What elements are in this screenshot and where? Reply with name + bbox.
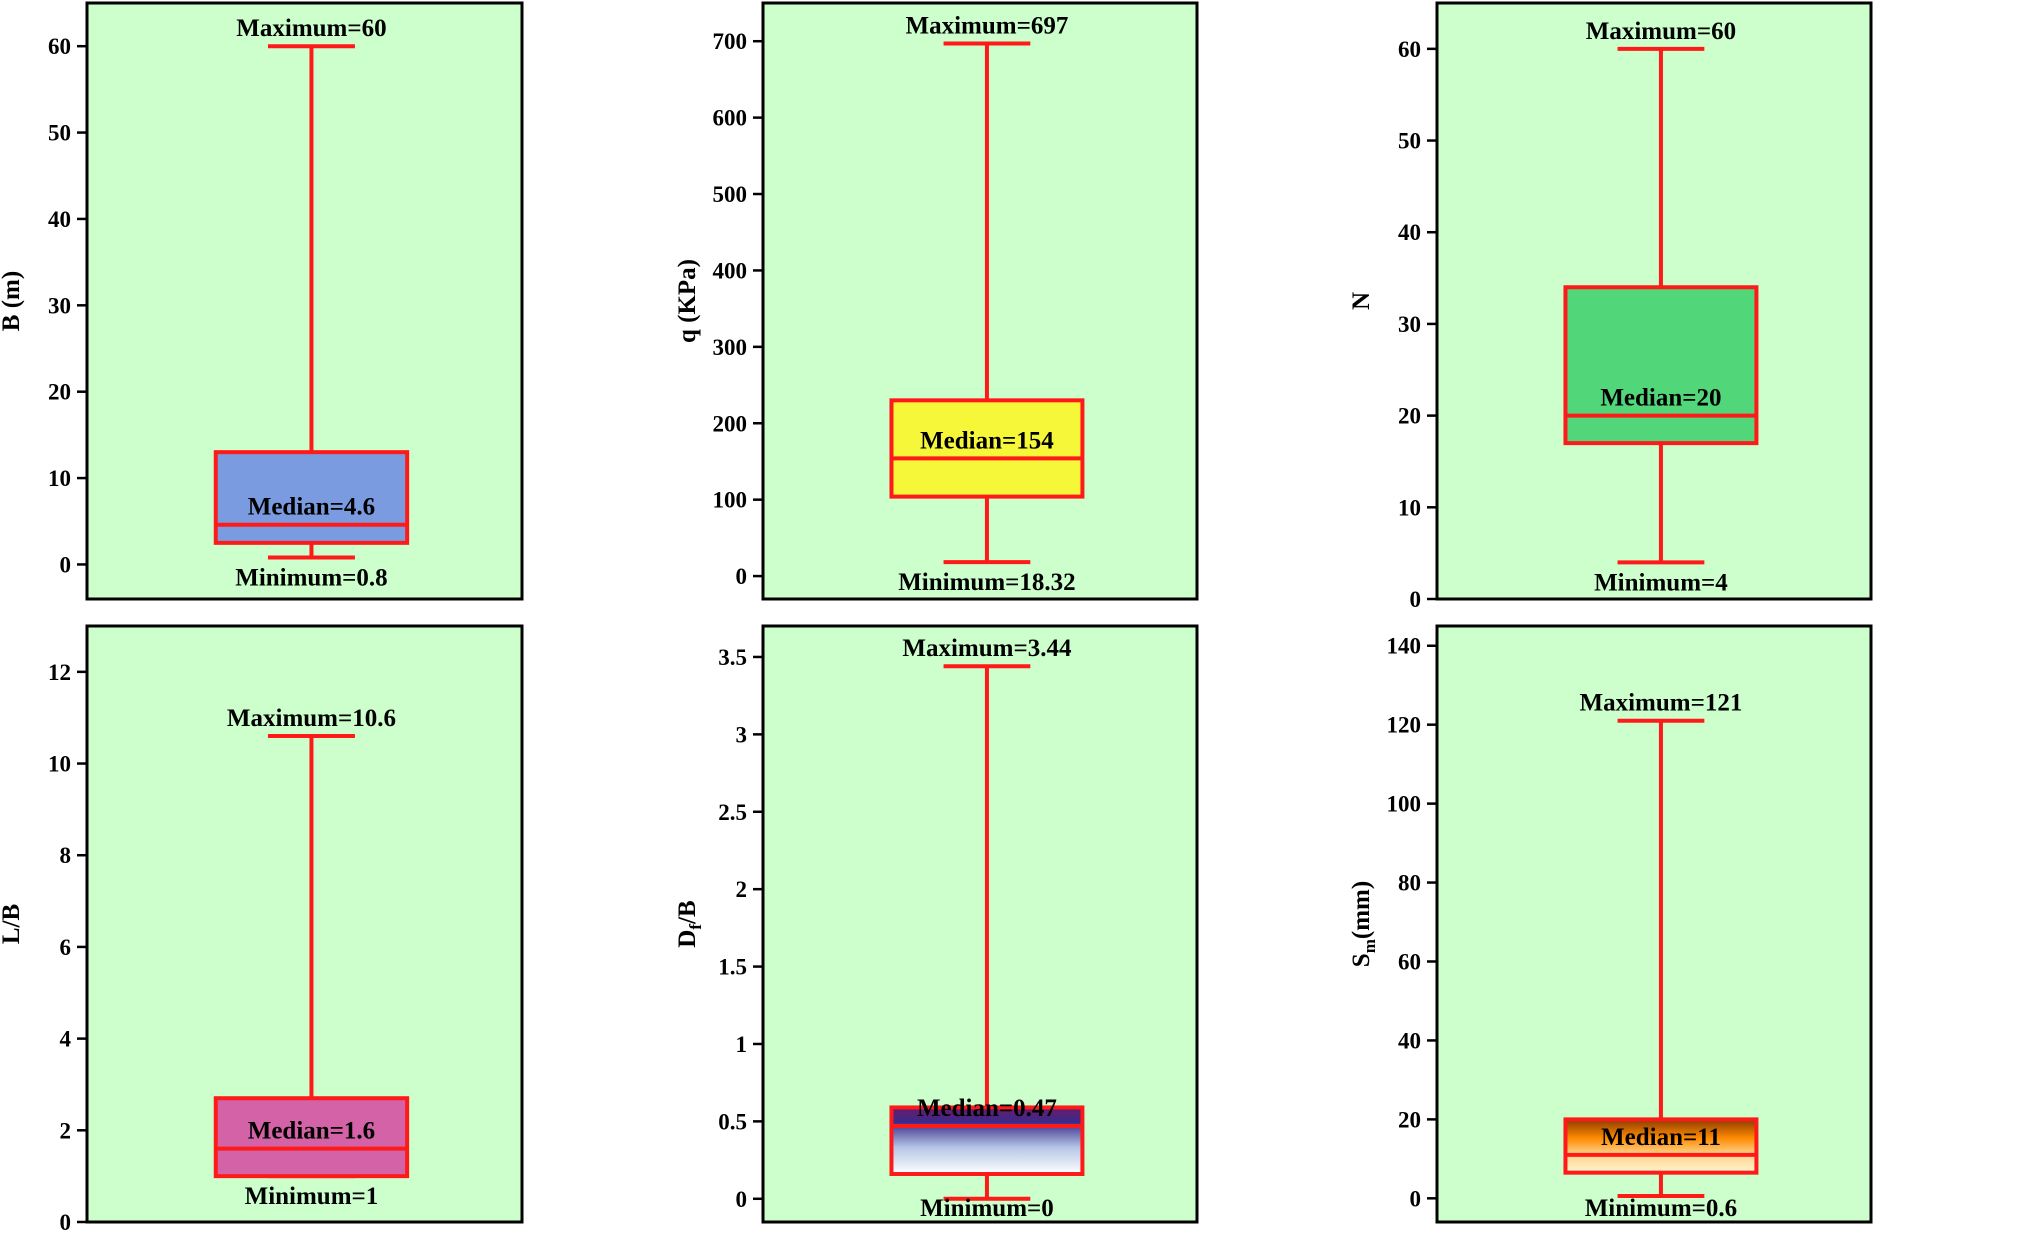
chart-panel-1: 0 10 20 30 40 50 60 B (m) Maximum=60Median=4.6Mi…: [0, 1, 524, 601]
median-label: Median=154: [920, 427, 1054, 454]
iqr-box: [1563, 285, 1759, 446]
y-axis-label: Df/B: [674, 900, 705, 947]
y-axis-label-rest: /B: [674, 900, 701, 925]
y-tick-label: 30: [1398, 312, 1421, 337]
y-tick-label: 60: [48, 34, 71, 59]
max-label: Maximum=121: [1580, 690, 1743, 717]
y-tick-label: 10: [1398, 495, 1421, 520]
median-label: Median=0.47: [917, 1095, 1057, 1122]
median-label: Median=1.6: [248, 1118, 375, 1145]
y-tick-label: 60: [1398, 949, 1421, 974]
y-tick-label: 500: [713, 182, 748, 207]
y-tick-label: 3.5: [718, 645, 747, 670]
y-tick-label: 700: [713, 29, 748, 54]
y-tick-label: 6: [60, 935, 72, 960]
y-tick-label: 10: [48, 752, 71, 777]
y-tick-label: 1: [736, 1032, 748, 1057]
max-label: Maximum=60: [1586, 18, 1736, 45]
y-tick-label: 50: [1398, 129, 1421, 154]
y-tick-label: 200: [713, 411, 748, 436]
plot-area: [761, 1, 1199, 601]
y-axis-label: B (m): [0, 271, 25, 331]
y-tick-label: 2: [60, 1118, 72, 1143]
y-tick-label: 40: [48, 207, 71, 232]
min-label: Minimum=4: [1594, 569, 1728, 596]
y-axis-label-sub: m: [1360, 939, 1379, 953]
y-axis-label: Sm(mm): [1348, 881, 1379, 967]
y-axis-label-rest: (mm): [1348, 881, 1375, 939]
iqr-box: [889, 398, 1085, 499]
y-tick-label: 0.5: [718, 1109, 747, 1134]
min-label: Minimum=18.32: [898, 569, 1075, 596]
y-tick-label: 2: [736, 877, 748, 902]
y-tick-label: 20: [1398, 404, 1421, 429]
y-tick-label: 0: [1410, 1186, 1422, 1211]
y-tick-label: 300: [713, 335, 748, 360]
y-tick-label: 0: [60, 1210, 72, 1233]
max-label: Maximum=697: [906, 12, 1069, 39]
y-tick-label: 0: [1410, 587, 1422, 612]
chart-panel-4: 0 2 4 6 8 10 12L/B Maximum=10.6Median=1.6Minimu…: [0, 624, 524, 1233]
y-tick-label: 40: [1398, 1028, 1421, 1053]
y-axis-label: q (KPa): [674, 259, 701, 343]
y-axis-label-main: D: [674, 930, 701, 948]
y-tick-label: 0: [736, 564, 748, 589]
min-label: Minimum=0: [920, 1195, 1054, 1222]
y-tick-label: 140: [1387, 634, 1422, 659]
max-label: Maximum=60: [236, 15, 386, 42]
y-axis-label-main: S: [1348, 953, 1375, 967]
y-tick-label: 100: [1387, 792, 1422, 817]
y-tick-label: 1.5: [718, 955, 747, 980]
y-tick-label: 400: [713, 258, 748, 283]
y-tick-label: 3: [736, 722, 748, 747]
y-tick-label: 20: [1398, 1107, 1421, 1132]
y-tick-label: 50: [48, 121, 71, 146]
min-label: Minimum=0.6: [1585, 1195, 1737, 1222]
y-tick-label: 4: [60, 1027, 72, 1052]
median-label: Median=20: [1600, 385, 1721, 412]
y-tick-label: 30: [48, 293, 71, 318]
median-label: Median=11: [1601, 1124, 1721, 1151]
y-tick-label: 120: [1387, 713, 1422, 738]
y-axis-label: N: [1348, 292, 1375, 310]
y-axis-label: L/B: [0, 904, 25, 944]
y-tick-label: 12: [48, 660, 71, 685]
median-label: Median=4.6: [248, 494, 375, 521]
y-tick-label: 0: [60, 552, 72, 577]
y-tick-label: 600: [713, 106, 748, 131]
y-tick-label: 0: [736, 1187, 748, 1212]
iqr-box: [1563, 1117, 1759, 1175]
y-tick-label: 20: [48, 380, 71, 405]
y-tick-label: 80: [1398, 871, 1421, 896]
y-axis-label-sub: f: [686, 924, 705, 930]
y-tick-label: 10: [48, 466, 71, 491]
iqr-box: [213, 1096, 410, 1179]
min-label: Minimum=0.8: [235, 565, 387, 592]
y-tick-label: 100: [713, 488, 748, 513]
min-label: Minimum=1: [245, 1183, 379, 1210]
max-label: Maximum=3.44: [902, 635, 1072, 662]
max-label: Maximum=10.6: [227, 705, 396, 732]
y-tick-label: 8: [60, 843, 72, 868]
y-tick-label: 40: [1398, 220, 1421, 245]
iqr-box: [889, 1105, 1085, 1177]
chart-panel-3: 0 10 20 30 40 50 60N Maximum=60Median=20Minimum…: [1348, 1, 1873, 612]
y-tick-label: 60: [1398, 37, 1421, 62]
iqr-box: [213, 450, 410, 545]
chart-panel-5: 0 0.5 1 1.5 2 2.5 3 3.5Df/B Maximum=3.44Median=0…: [674, 624, 1199, 1224]
y-tick-label: 2.5: [718, 800, 747, 825]
chart-panel-2: 0 100 200 300 400 500 600 700 q (KPa) Maximum=697…: [674, 1, 1199, 601]
